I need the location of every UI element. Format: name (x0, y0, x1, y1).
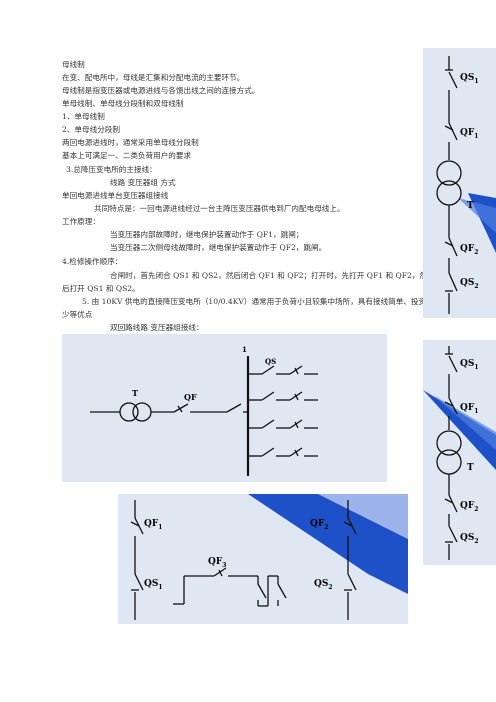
label-qf: QF (184, 392, 197, 402)
label-qf1: QF1 (460, 128, 478, 140)
section-heading: 4.检修操作顺序： (62, 257, 123, 266)
label-t: T (467, 201, 474, 211)
paragraph-line: 单母线制、单母线分段制和双母线制 (62, 99, 184, 108)
feeder-branches (248, 365, 318, 457)
paragraph-line: 双回路线路 变压器组接线： (110, 323, 204, 332)
paragraph-line: 2、单母线分段制 (62, 125, 120, 134)
paragraph-line: 两回电源进线时，通常采用单母线分段制 (62, 138, 199, 147)
label-qf1: QF1 (144, 519, 162, 531)
label-t: T (132, 388, 138, 398)
label-qs2: QS2 (460, 278, 479, 290)
label-bus: 1 (242, 345, 247, 354)
section-heading: 3.总降压变电所的主接线： (66, 165, 157, 174)
label-qf2: QF2 (310, 519, 328, 531)
label-qs: QS (265, 357, 276, 366)
diagram-single-bus: T QF QS 1 (62, 334, 387, 482)
label-qs1: QS1 (460, 359, 479, 371)
diagram-double-circuit: QF1 QS1 QF3 QF2 QS2 (118, 494, 408, 624)
paragraph-line: 单回电源进线单台变压器组接线 (62, 191, 169, 200)
diagram-single-transformer-top: QS1 QF1 T QF2 QS2 (423, 48, 496, 318)
label-qs2: QS2 (314, 579, 333, 591)
label-qf3: QF3 (208, 557, 226, 569)
label-qf2: QF2 (460, 501, 478, 513)
paragraph-line: 当变压器二次侧母线故障时，继电保护装置动作于 QF2，跳闸。 (110, 243, 327, 252)
paragraph-line: 母线制是指变压器或电源进线与各馈出线之间的连接方式。 (62, 86, 260, 95)
paragraph-line: 1、单母线制 (62, 112, 105, 121)
label-qf1: QF1 (460, 403, 478, 415)
doc-title: 母线制 (62, 60, 85, 69)
paragraph-line: 共同特点是：一回电源进线经过一台主降压变压器供电到厂内配电母线上。 (94, 204, 345, 213)
paragraph-line: 5. 由 10KV 供电的直接降压变电所（10/0.4KV）通常用于负荷小且较集… (62, 297, 427, 319)
label-t: T (467, 463, 474, 473)
paragraph-line: 在变、配电所中，母线是汇集和分配电流的主要环节。 (62, 73, 245, 82)
paragraph-line: 工作原理： (62, 217, 100, 226)
label-qf2: QF2 (460, 244, 478, 256)
paragraph-line: 当变压器内部故障时，继电保护装置动作于 QF1，跳闸； (110, 230, 304, 239)
label-qs2: QS2 (460, 533, 479, 545)
paragraph-line: 合闸时，首先闭合 QS1 和 QS2，然后闭合 QF1 和 QF2；打开时，先打… (62, 271, 427, 293)
paragraph-line: 线路 变压器组 方式 (110, 178, 176, 187)
diagram-single-transformer-bottom: QS1 QF1 T QF2 QS2 (423, 340, 496, 565)
label-qs1: QS1 (460, 73, 479, 85)
label-qs1: QS1 (144, 579, 163, 591)
paragraph-line: 基本上可满足一、二类负荷用户的要求 (62, 151, 192, 160)
